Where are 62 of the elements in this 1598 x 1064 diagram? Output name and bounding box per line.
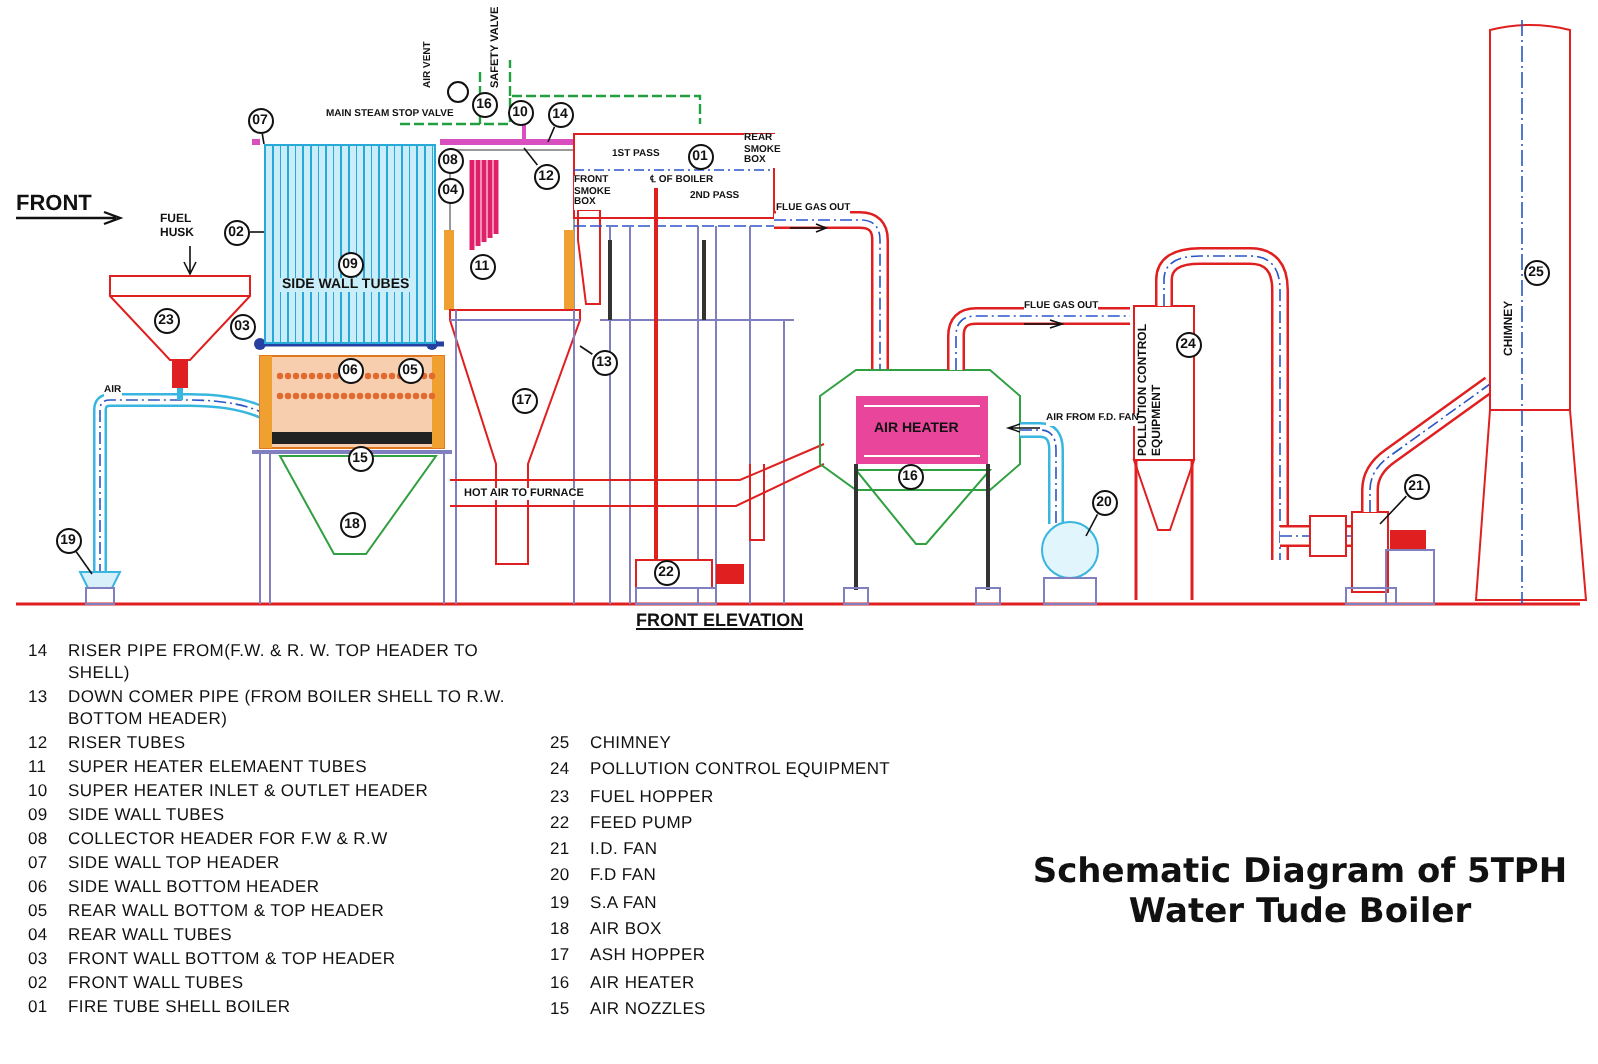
legend-text: REAR WALL BOTTOM & TOP HEADER bbox=[68, 900, 387, 922]
legend-text: SIDE WALL BOTTOM HEADER bbox=[68, 876, 322, 898]
legend-number: 05 bbox=[28, 900, 50, 922]
legend-text: F.D FAN bbox=[590, 864, 659, 887]
legend-number: 20 bbox=[550, 864, 572, 887]
leader-line bbox=[249, 231, 265, 233]
legend-text: SUPER HEATER INLET & OUTLET HEADER bbox=[68, 780, 431, 802]
legend-text: FRONT WALL TUBES bbox=[68, 972, 246, 994]
legend-text: FIRE TUBE SHELL BOILER bbox=[68, 996, 293, 1018]
legend-number: 24 bbox=[550, 758, 572, 781]
water-wall-panel bbox=[264, 144, 436, 344]
legend-number: 21 bbox=[550, 838, 572, 861]
legend-number: 08 bbox=[28, 828, 50, 850]
legend-number: 22 bbox=[550, 811, 572, 834]
legend-number: 03 bbox=[28, 948, 50, 970]
leader-line bbox=[1085, 513, 1099, 537]
legend-number: 01 bbox=[28, 996, 50, 1018]
drawing-label: FRONT bbox=[16, 192, 92, 217]
legend-text: SIDE WALL TUBES bbox=[68, 804, 227, 826]
legend-number: 13 bbox=[28, 686, 50, 710]
legend-text: RISER TUBES bbox=[68, 732, 188, 754]
legend-number: 12 bbox=[28, 732, 50, 754]
legend-number: 10 bbox=[28, 780, 50, 802]
legend-text: SIDE WALL TOP HEADER bbox=[68, 852, 282, 874]
legend-text: FEED PUMP bbox=[590, 811, 695, 834]
legend-number: 11 bbox=[28, 756, 49, 778]
legend-text: I.D. FAN bbox=[590, 838, 660, 861]
legend-number: 23 bbox=[550, 785, 572, 808]
legend-text: REAR WALL TUBES bbox=[68, 924, 235, 946]
legend-number: 15 bbox=[550, 997, 572, 1020]
legend-number: 07 bbox=[28, 852, 50, 874]
legend-text: AIR NOZZLES bbox=[590, 997, 708, 1020]
legend-text: SUPER HEATER ELEMAENT TUBES bbox=[68, 756, 369, 778]
leader-line bbox=[523, 147, 539, 166]
view-title: FRONT ELEVATION bbox=[636, 612, 804, 632]
legend-number: 25 bbox=[550, 732, 572, 754]
legend-text: S.A FAN bbox=[590, 891, 660, 914]
legend-number: 19 bbox=[550, 891, 572, 914]
leader-line bbox=[75, 550, 93, 575]
legend-text: POLLUTION CONTROL EQUIPMENT bbox=[590, 758, 893, 781]
legend-number: 04 bbox=[28, 924, 50, 946]
legend-number: 02 bbox=[28, 972, 50, 994]
legend-text: ASH HOPPER bbox=[590, 944, 708, 967]
legend-text: COLLECTOR HEADER FOR F.W & R.W bbox=[68, 828, 390, 850]
legend-text: CHIMNEY bbox=[590, 732, 674, 754]
legend-text: FRONT WALL BOTTOM & TOP HEADER bbox=[68, 948, 398, 970]
legend-number: 09 bbox=[28, 804, 50, 826]
legend-text: RISER PIPE FROM(F.W. & R. W. TOP HEADER TO SHELL) bbox=[68, 640, 481, 684]
legend-number: 06 bbox=[28, 876, 50, 898]
legend-text: AIR HEATER bbox=[590, 971, 697, 994]
diagram-title: Schematic Diagram of 5TPH Water Tude Boiler bbox=[1030, 852, 1570, 932]
legend-text: AIR BOX bbox=[590, 918, 664, 941]
legend-text: DOWN COMER PIPE (FROM BOILER SHELL TO R.W. BOTTOM HEADER) bbox=[68, 686, 507, 730]
legend-number: 14 bbox=[28, 640, 50, 664]
legend-text: FUEL HOPPER bbox=[590, 785, 716, 808]
legend-number: 16 bbox=[550, 971, 572, 994]
legend-number: 18 bbox=[550, 918, 572, 941]
legend-number: 17 bbox=[550, 944, 572, 967]
leader-line bbox=[547, 126, 556, 143]
leader-line bbox=[261, 133, 265, 145]
leader-line bbox=[1379, 495, 1408, 525]
leader-line bbox=[579, 345, 594, 356]
